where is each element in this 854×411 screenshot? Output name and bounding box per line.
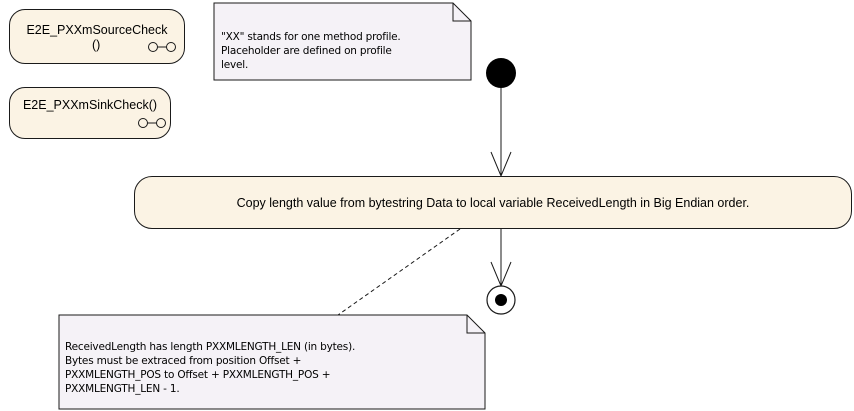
source-check-label: E2E_PXXmSourceCheck [26, 23, 168, 37]
source-check-activity[interactable]: E2E_PXXmSourceCheck () [9, 9, 185, 64]
bottom-note-text: ReceivedLength has length PXXMLENGTH_LEN… [65, 341, 356, 395]
source-check-parens: () [92, 38, 101, 52]
rake-icon [148, 42, 176, 52]
note-anchor-line [337, 228, 461, 316]
flow-arrow-end [490, 229, 512, 288]
final-node [486, 285, 516, 315]
copy-length-action[interactable]: Copy length value from bytestring Data t… [134, 176, 852, 229]
top-note [213, 2, 472, 81]
top-note-text: "XX" stands for one method profile. Plac… [221, 31, 401, 71]
sink-check-label: E2E_PXXmSinkCheck() [22, 98, 158, 112]
rake-icon [138, 118, 166, 128]
sink-check-activity[interactable]: E2E_PXXmSinkCheck() [9, 87, 171, 139]
initial-node [486, 58, 516, 88]
flow-arrow-start [490, 88, 512, 178]
bottom-note [58, 314, 486, 410]
copy-length-action-label: Copy length value from bytestring Data t… [236, 195, 750, 210]
